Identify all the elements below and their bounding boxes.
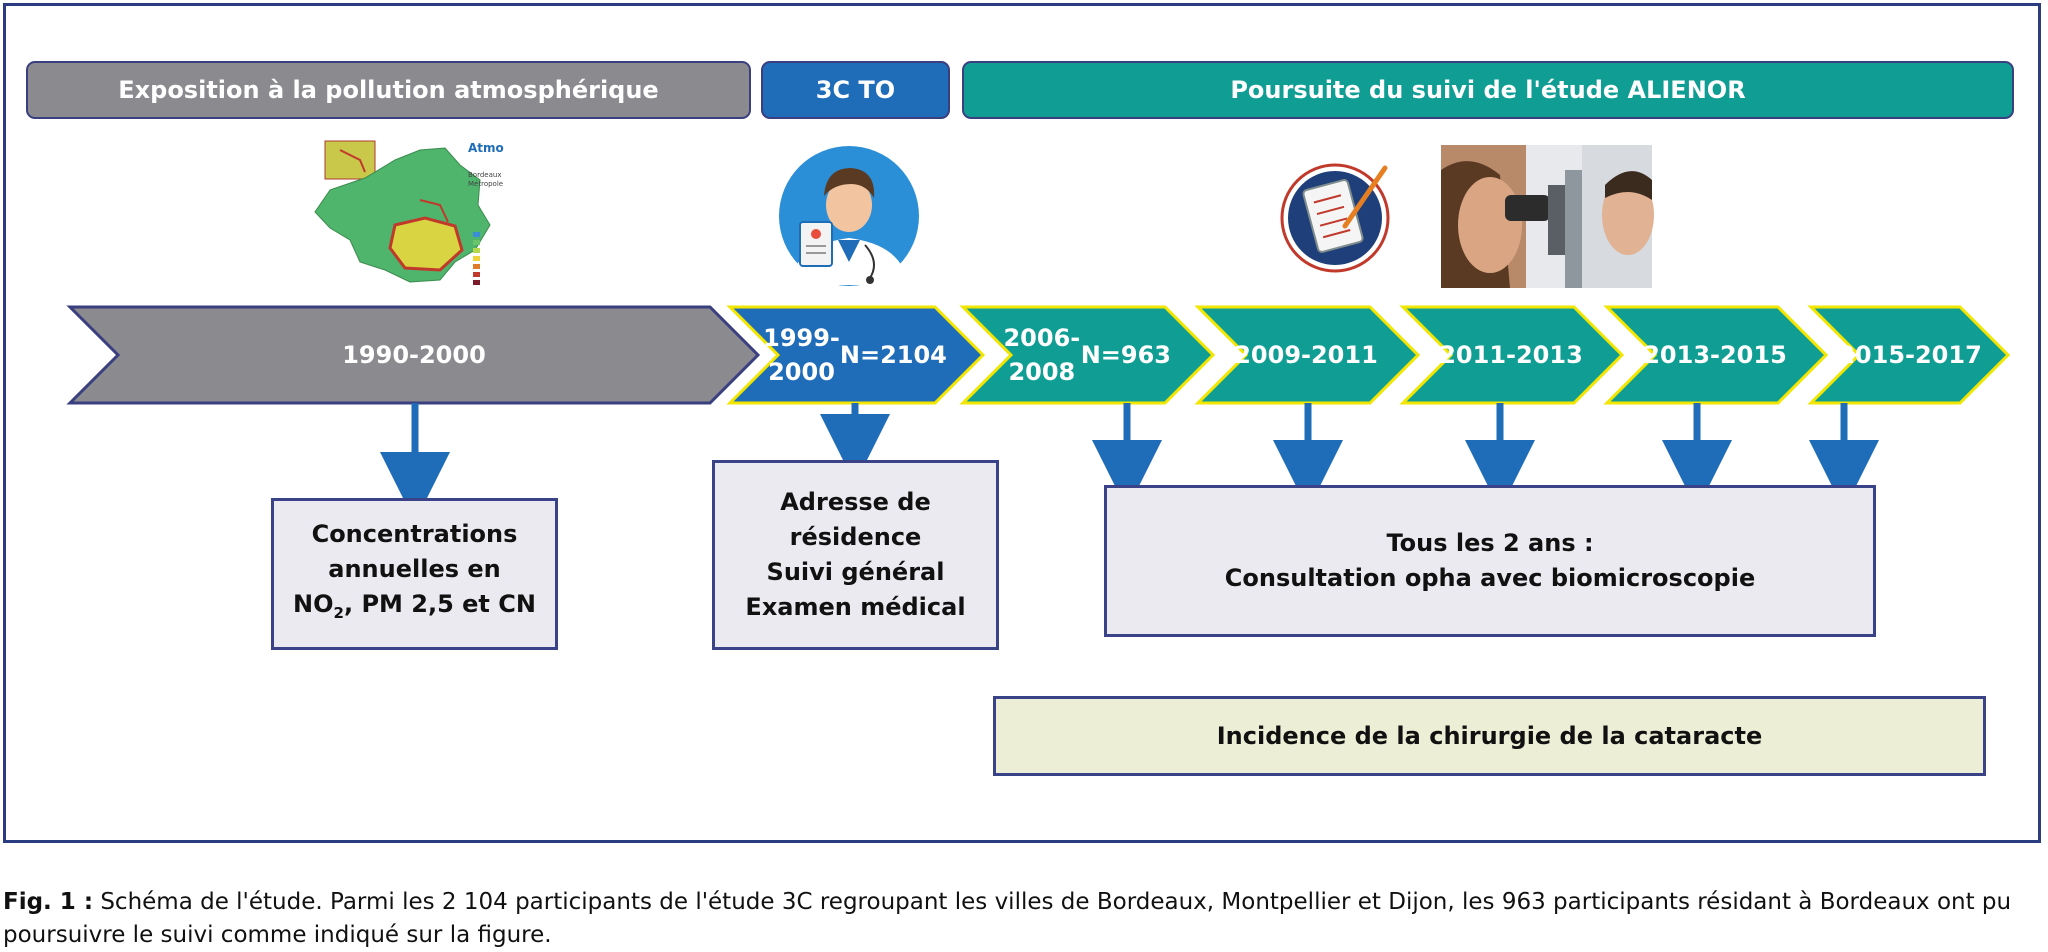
box-residence: Adresse de résidence Suivi général Exame… (712, 460, 999, 650)
clipboard-icon (1280, 163, 1390, 273)
caption-label: Fig. 1 : (3, 889, 94, 915)
figure-frame (3, 3, 2041, 843)
box-biennial-consultation: Tous les 2 ans : Consultation opha avec … (1104, 485, 1876, 637)
chevron-2015-2017 (1807, 305, 2011, 405)
doctor-icon (776, 143, 923, 290)
chevron-1999-2000 (726, 305, 986, 405)
chevron-1990-2000 (66, 305, 761, 405)
band-alienor: Poursuite du suivi de l'étude ALIENOR (962, 61, 2014, 119)
box-incidence: Incidence de la chirurgie de la cataract… (993, 696, 1986, 776)
caption-text: Schéma de l'étude. Parmi les 2 104 parti… (3, 889, 2012, 948)
timeline-arrows (380, 403, 1879, 522)
timeline-label-1990-2000: 1990-2000 (342, 341, 486, 369)
atmo-logo-text: Atmo (468, 141, 504, 155)
box-concentrations: Concentrations annuelles en NO2, PM 2,5 … (271, 498, 558, 650)
map-city-2: Métropole (468, 180, 503, 188)
pollution-map-image: Atmo Bordeaux Métropole (314, 140, 504, 285)
chevron-2006-2008 (959, 305, 1216, 405)
timeline-label-2011-2013: 2011-2013 (1439, 341, 1583, 369)
timeline-label-2009-2011: 2009-2011 (1234, 341, 1378, 369)
timeline-label-2013-2015: 2013-2015 (1643, 341, 1787, 369)
map-city-1: Bordeaux (468, 171, 501, 179)
timeline-label-2015-2017: 2015-2017 (1838, 341, 1982, 369)
figure-caption: Fig. 1 : Schéma de l'étude. Parmi les 2 … (3, 886, 2043, 952)
chevron-2011-2013 (1399, 305, 1625, 405)
map-legend (473, 232, 480, 285)
eye-exam-photo (1441, 145, 1654, 288)
chevron-2013-2015 (1603, 305, 1829, 405)
chevron-2009-2011 (1194, 305, 1421, 405)
band-exposure: Exposition à la pollution atmosphérique (26, 61, 751, 119)
band-3c-to: 3C TO (761, 61, 950, 119)
